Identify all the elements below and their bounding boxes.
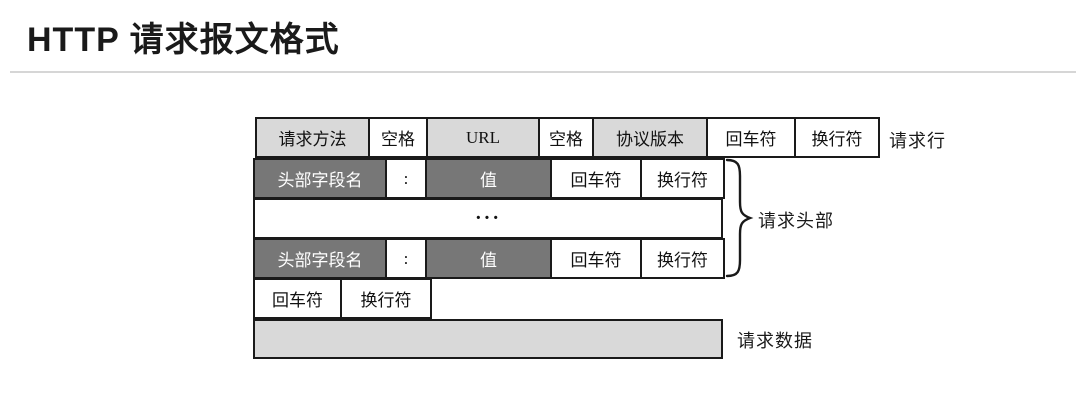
cell-space-2: 空格 <box>538 117 594 158</box>
cell-carriage-return-2: 回车符 <box>550 158 642 199</box>
cell-header-field-name-2: 头部字段名 <box>253 238 387 279</box>
label-request-body: 请求数据 <box>737 331 813 351</box>
cell-line-feed-1: 换行符 <box>794 117 880 158</box>
label-request-line: 请求行 <box>889 131 946 151</box>
cell-value-1: 值 <box>425 158 552 199</box>
cell-line-feed-2: 换行符 <box>640 158 725 199</box>
title-divider <box>10 71 1076 73</box>
request-body-row <box>253 319 723 359</box>
cell-carriage-return-1: 回车符 <box>706 117 796 158</box>
cell-line-feed-3: 换行符 <box>640 238 725 279</box>
blank-line-row: 回车符 换行符 <box>253 278 432 319</box>
page-title: HTTP 请求报文格式 <box>27 21 340 59</box>
cell-colon-1: : <box>385 158 427 199</box>
cell-colon-2: : <box>385 238 427 279</box>
ellipsis-row: ··· <box>253 198 723 239</box>
request-body-box <box>253 319 723 359</box>
header-field-row-top: 头部字段名 : 值 回车符 换行符 <box>253 158 725 199</box>
right-curly-brace <box>725 158 754 278</box>
header-field-row-bottom: 头部字段名 : 值 回车符 换行符 <box>253 238 725 279</box>
cell-carriage-return-4: 回车符 <box>253 278 342 319</box>
cell-protocol-version: 协议版本 <box>592 117 708 158</box>
cell-request-method: 请求方法 <box>255 117 370 158</box>
ellipsis-cell: ··· <box>253 198 723 239</box>
request-line-row: 请求方法 空格 URL 空格 协议版本 回车符 换行符 <box>255 117 880 158</box>
cell-line-feed-4: 换行符 <box>340 278 432 319</box>
cell-header-field-name-1: 头部字段名 <box>253 158 387 199</box>
cell-url: URL <box>426 117 540 158</box>
cell-space-1: 空格 <box>368 117 428 158</box>
label-request-headers: 请求头部 <box>758 211 834 231</box>
cell-carriage-return-3: 回车符 <box>550 238 642 279</box>
cell-value-2: 值 <box>425 238 552 279</box>
